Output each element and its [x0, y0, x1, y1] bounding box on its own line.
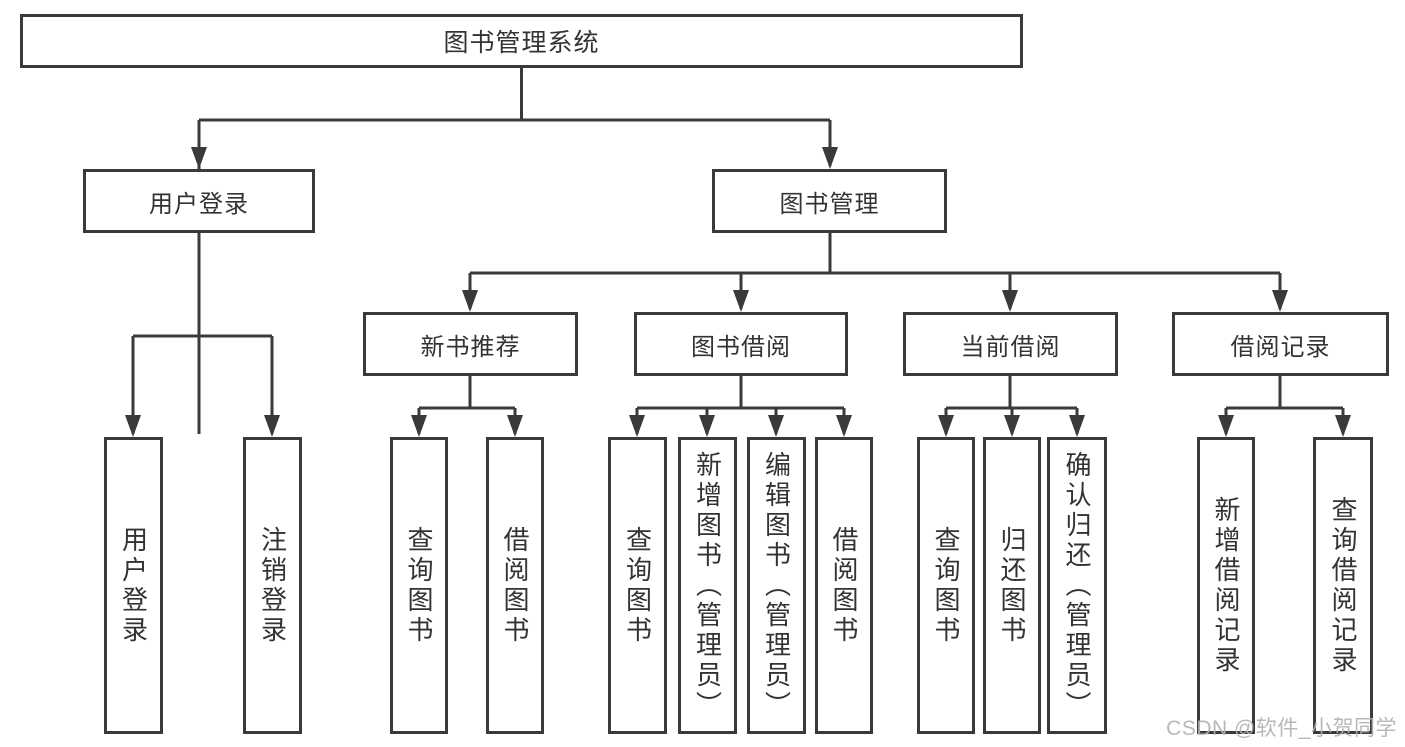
- arrow-down-icon: [411, 415, 427, 437]
- node-library-management-system: 图书管理系统: [20, 14, 1023, 68]
- csdn-watermark: CSDN @软件_小贺同学: [1166, 717, 1397, 740]
- arrow-down-icon: [191, 147, 207, 169]
- book-mgmt-branch-line: [468, 233, 1282, 309]
- arrow-down-icon: [822, 147, 838, 169]
- leaf-logout: 注销登录: [243, 437, 302, 734]
- node-borrow-records: 借阅记录: [1172, 312, 1389, 376]
- node-label: 图书管理系统: [443, 29, 600, 57]
- arrowheads: [125, 147, 1351, 437]
- arrow-down-icon: [507, 415, 523, 437]
- leaf-return-books: 归还图书: [983, 437, 1041, 734]
- arrow-down-icon: [1002, 290, 1018, 312]
- node-current-borrowing: 当前借阅: [903, 312, 1118, 376]
- leaf-borrow-books: 借阅图书: [815, 437, 873, 734]
- leaf-add-books-admin: 新增图书（管理员）: [678, 437, 737, 734]
- user-login-branch-line: [131, 232, 274, 434]
- node-label: 查询图书: [404, 525, 434, 646]
- leaf-borrow-books: 借阅图书: [486, 437, 544, 734]
- node-book-borrowing: 图书借阅: [634, 312, 848, 376]
- node-label: 查询图书: [622, 525, 653, 646]
- node-label: 用户登录: [149, 190, 249, 218]
- arrow-down-icon: [699, 415, 715, 437]
- record-branch-line: [1224, 376, 1345, 434]
- node-label: 新增图书（管理员）: [692, 450, 723, 721]
- node-label: 用户登录: [118, 525, 149, 646]
- node-label: 当前借阅: [960, 333, 1061, 361]
- leaf-add-borrow-record: 新增借阅记录: [1197, 437, 1255, 734]
- leaf-query-books: 查询图书: [608, 437, 667, 734]
- arrow-down-icon: [1069, 415, 1085, 437]
- leaf-query-books: 查询图书: [917, 437, 975, 734]
- node-label: 新书推荐: [420, 333, 521, 361]
- arrow-down-icon: [1218, 415, 1234, 437]
- arrow-down-icon: [1335, 415, 1351, 437]
- node-label: 查询借阅记录: [1328, 495, 1358, 676]
- arrow-down-icon: [125, 415, 141, 437]
- arrow-down-icon: [1272, 290, 1288, 312]
- leaf-confirm-return-admin: 确认归还（管理员）: [1047, 437, 1107, 734]
- arrow-down-icon: [938, 415, 954, 437]
- node-label: 借阅图书: [829, 525, 859, 646]
- node-new-book-recommend: 新书推荐: [363, 312, 578, 376]
- arrow-down-icon: [629, 415, 645, 437]
- leaf-edit-books-admin: 编辑图书（管理员）: [747, 437, 806, 734]
- arrow-down-icon: [836, 415, 852, 437]
- node-user-login-group: 用户登录: [83, 169, 315, 233]
- node-label: 编辑图书（管理员）: [761, 450, 792, 721]
- root-branch-line: [197, 68, 832, 434]
- arrow-down-icon: [733, 290, 749, 312]
- connector-paths: [131, 68, 1345, 434]
- node-label: 归还图书: [997, 525, 1027, 646]
- leaf-user-login: 用户登录: [104, 437, 163, 734]
- node-label: 借阅图书: [500, 525, 530, 646]
- arrow-down-icon: [1004, 415, 1020, 437]
- arrow-down-icon: [462, 290, 478, 312]
- borrow-branch-line: [635, 376, 846, 434]
- new-book-branch-line: [417, 376, 517, 434]
- node-label: 图书借阅: [691, 333, 791, 361]
- node-label: 新增借阅记录: [1211, 495, 1241, 676]
- node-label: 确认归还（管理员）: [1062, 450, 1092, 721]
- node-book-management: 图书管理: [712, 169, 947, 233]
- arrow-down-icon: [768, 415, 784, 437]
- node-label: 查询图书: [931, 525, 961, 646]
- leaf-query-books: 查询图书: [390, 437, 448, 734]
- node-label: 借阅记录: [1230, 333, 1331, 361]
- leaf-query-borrow-record: 查询借阅记录: [1313, 437, 1373, 734]
- node-label: 图书管理: [779, 190, 880, 218]
- node-label: 注销登录: [257, 525, 288, 646]
- arrow-down-icon: [264, 415, 280, 437]
